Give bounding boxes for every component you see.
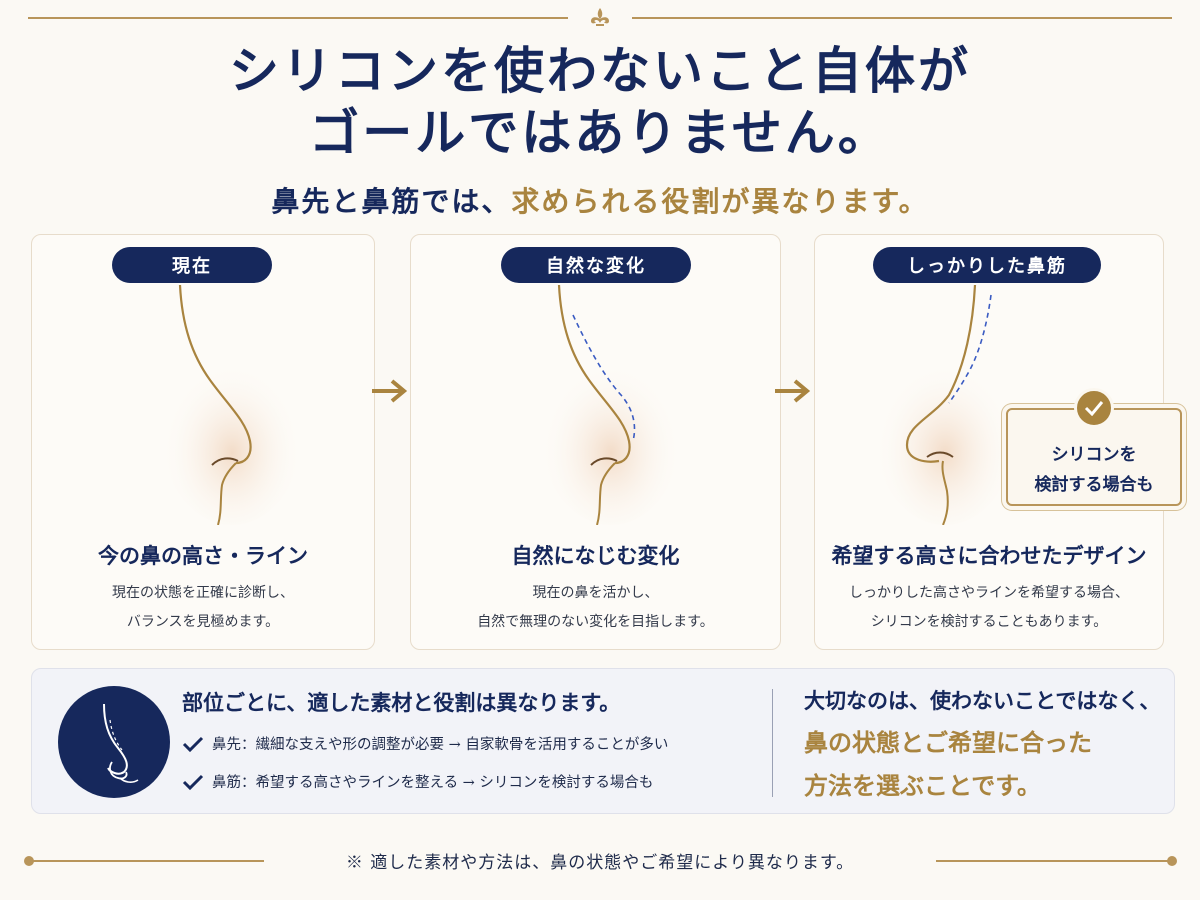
subtitle-part-1: 鼻先と鼻筋では、 xyxy=(271,185,512,218)
subtitle: 鼻先と鼻筋では、求められる役割が異なります。 xyxy=(0,180,1200,220)
badge-text: シリコンを 検討する場合も xyxy=(1008,440,1180,500)
nose-profile-natural-icon xyxy=(541,285,681,525)
card-desc-line: しっかりした高さやラインを希望する場合、 xyxy=(849,585,1129,601)
card-current: 現在 今の鼻の高さ・ライン 現在の状態を正確に診断し、 バランスを見極めます。 xyxy=(31,234,375,650)
card-desc-line: 自然で無理のない変化を目指します。 xyxy=(477,614,714,630)
arrow-right-icon xyxy=(372,379,408,403)
card-desc-line: 現在の鼻を活かし、 xyxy=(532,585,659,601)
card-title-natural-change: 自然になじむ変化 xyxy=(511,543,680,568)
panel-item-bridge-text: 鼻筋：希望する高さやラインを整える → シリコンを検討する場合も xyxy=(212,775,654,791)
title-line-1: シリコンを使わないこと自体が xyxy=(229,41,971,100)
checkmark-icon xyxy=(182,736,204,752)
checkmark-icon xyxy=(1074,388,1114,428)
nose-line-art-icon xyxy=(58,686,170,798)
card-desc-line: バランスを見極めます。 xyxy=(126,614,280,630)
top-rule-right xyxy=(632,17,1172,19)
panel-conclusion: 大切なのは、使わないことではなく、 鼻の状態とご希望に合った 方法を選ぶことです… xyxy=(804,685,1160,801)
fleur-de-lis-icon xyxy=(591,8,609,26)
top-ornament-rule xyxy=(28,8,1172,26)
conclusion-line-1: 大切なのは、使わないことではなく、 xyxy=(804,688,1161,713)
conclusion-line-3: 方法を選ぶことです。 xyxy=(804,771,1041,800)
top-rule-left xyxy=(28,17,568,19)
badge-line: 検討する場合も xyxy=(1034,475,1154,495)
panel-heading: 部位ごとに、適した素材と役割は異なります。 xyxy=(182,690,621,715)
card-desc-current: 現在の状態を正確に診断し、 バランスを見極めます。 xyxy=(32,579,374,637)
footer-rule-left xyxy=(28,860,264,862)
title-line-2: ゴールではありません。 xyxy=(309,103,891,162)
card-natural-change: 自然な変化 自然になじむ変化 現在の鼻を活かし、 自然で無理のない変化を目指しま… xyxy=(410,234,781,650)
footer-rule-right xyxy=(936,860,1172,862)
card-desc-line: シリコンを検討することもあります。 xyxy=(870,614,1108,630)
card-desc-firm-bridge: しっかりした高さやラインを希望する場合、 シリコンを検討することもあります。 xyxy=(815,579,1163,637)
nose-profile-current-icon xyxy=(162,285,302,525)
panel-item-tip: 鼻先：繊細な支えや形の調整が必要 → 自家軟骨を活用することが多い xyxy=(182,733,668,754)
panel-divider xyxy=(772,689,773,797)
footnote: ※ 適した素材や方法は、鼻の状態やご希望により異なります。 xyxy=(345,853,855,873)
card-label-current: 現在 xyxy=(112,247,272,283)
badge-line: シリコンを xyxy=(1051,445,1137,465)
panel-item-tip-text: 鼻先：繊細な支えや形の調整が必要 → 自家軟骨を活用することが多い xyxy=(212,737,669,753)
card-desc-natural-change: 現在の鼻を活かし、 自然で無理のない変化を目指します。 xyxy=(411,579,780,637)
arrow-right-icon xyxy=(775,379,811,403)
subtitle-part-2: 求められる役割が異なります。 xyxy=(511,185,929,218)
card-label-natural-change: 自然な変化 xyxy=(501,247,691,283)
card-title-firm-bridge: 希望する高さに合わせたデザイン xyxy=(831,543,1147,568)
checkmark-icon xyxy=(182,774,204,790)
nose-profile-firm-icon xyxy=(875,285,1015,525)
panel-item-bridge: 鼻筋：希望する高さやラインを整える → シリコンを検討する場合も xyxy=(182,771,653,792)
page-title: シリコンを使わないこと自体が ゴールではありません。 xyxy=(0,40,1200,164)
footer-dot-right xyxy=(1167,856,1177,866)
conclusion-line-2: 鼻の状態とご希望に合った xyxy=(804,728,1092,757)
card-title-current: 今の鼻の高さ・ライン xyxy=(98,543,308,568)
card-label-firm-bridge: しっかりした鼻筋 xyxy=(873,247,1101,283)
summary-panel: 部位ごとに、適した素材と役割は異なります。 鼻先：繊細な支えや形の調整が必要 →… xyxy=(31,668,1175,814)
card-desc-line: 現在の状態を正確に診断し、 xyxy=(112,585,294,601)
